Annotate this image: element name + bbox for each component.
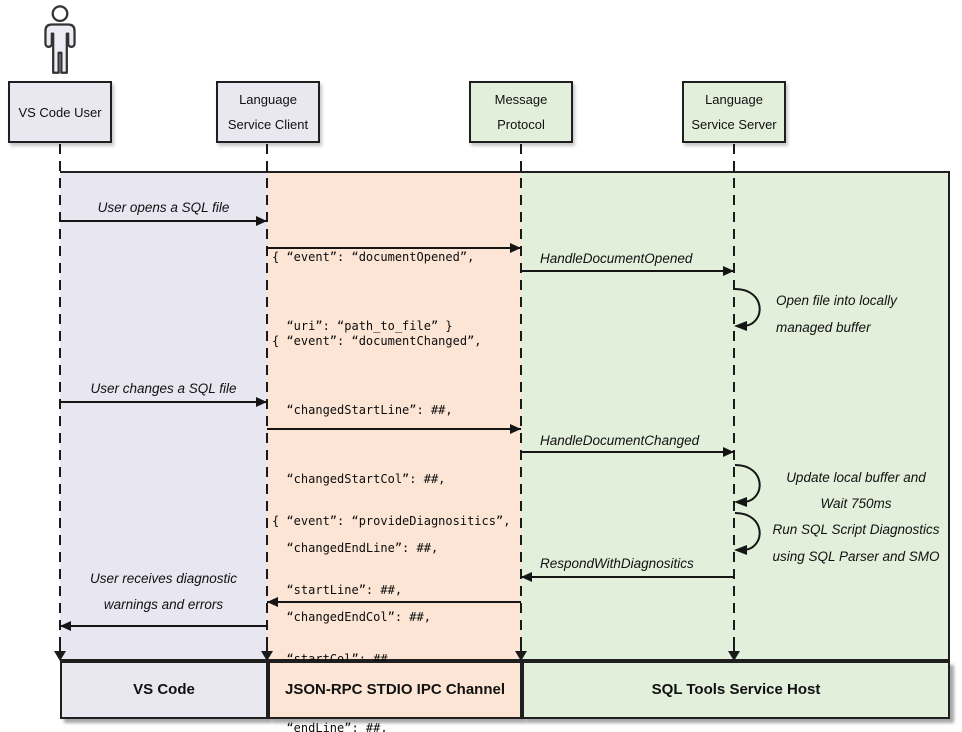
actor-box-message-protocol: Message Protocol — [469, 81, 573, 143]
down-arrow-icon — [54, 651, 66, 661]
arrow-document-changed-msg — [267, 424, 521, 434]
arrow-user-receives-diagnostics — [60, 621, 267, 631]
lifeline-client — [266, 144, 268, 648]
arrow-diagnostics-msg — [267, 597, 521, 607]
json-line: { “event”: “documentChanged”, — [272, 334, 482, 348]
json-line: “changedEndCol”: ##, — [272, 610, 431, 624]
actor-label: Service Client — [227, 116, 309, 132]
actor-box-vscode-user: VS Code User — [8, 81, 112, 143]
json-line: “startLine”: ##, — [272, 583, 403, 597]
footer-label: SQL Tools Service Host — [651, 681, 821, 698]
self-loop-open-buffer — [734, 288, 761, 331]
note-update-buffer-line1: Update local buffer and — [786, 470, 926, 485]
note-update-buffer-line2: Wait 750ms — [820, 496, 892, 511]
arrow-handle-document-opened — [521, 266, 734, 276]
label-user-receives-line1: User receives diagnostic — [89, 571, 238, 586]
arrow-handle-document-changed — [521, 447, 734, 457]
json-line: “changedStartCol”: ##, — [272, 472, 446, 486]
json-line: { “event”: “documentOpened”, — [272, 250, 475, 264]
actor-box-language-service-client: Language Service Client — [216, 81, 320, 143]
down-arrow-icon — [515, 651, 527, 661]
note-run-diag-line2: using SQL Parser and SMO — [772, 549, 940, 564]
label-handle-opened: HandleDocumentOpened — [540, 251, 693, 266]
lifeline-protocol — [520, 144, 522, 648]
lane-vscode — [60, 173, 267, 659]
note-open-buffer-line1: Open file into locally — [776, 293, 897, 308]
arrow-document-opened-msg — [267, 243, 521, 253]
lifeline-end — [733, 646, 735, 653]
actor-label: Language — [705, 92, 763, 108]
actor-box-language-service-server: Language Service Server — [682, 81, 786, 143]
actor-label: Language — [239, 92, 297, 108]
json-line: “changedEndLine”: ##, — [272, 541, 439, 555]
lane-ipc-channel — [267, 173, 521, 659]
json-line: “changedStartLine”: ##, — [272, 403, 453, 417]
label-user-changes: User changes a SQL file — [90, 381, 237, 396]
actor-label: VS Code User — [18, 104, 102, 120]
arrow-user-opens-file — [60, 216, 267, 226]
footer-label: JSON-RPC STDIO IPC Channel — [284, 681, 506, 698]
arrow-user-changes-file — [60, 397, 267, 407]
user-actor-icon — [44, 5, 76, 74]
json-line: “uri”: “path_to_file” } — [272, 319, 453, 333]
json-line: “endLine”: ##, — [272, 721, 388, 732]
label-user-opens: User opens a SQL file — [97, 200, 230, 215]
actor-label: Protocol — [497, 116, 545, 132]
actor-label: Service Server — [691, 116, 777, 132]
lifeline-end — [59, 646, 61, 653]
note-run-diag-line1: Run SQL Script Diagnostics — [772, 522, 940, 537]
lifeline-end — [266, 646, 268, 653]
json-document-opened: { “event”: “documentOpened”, “uri”: “pat… — [272, 200, 474, 384]
note-open-buffer-line2: managed buffer — [776, 320, 871, 335]
footer-box-vscode: VS Code — [60, 661, 268, 719]
actor-label: Message — [494, 92, 548, 108]
footer-box-ipc-channel: JSON-RPC STDIO IPC Channel — [268, 661, 522, 719]
lifeline-end — [520, 646, 522, 653]
lifeline-user — [59, 144, 61, 648]
label-respond-diag: RespondWithDiagnositics — [540, 556, 694, 571]
arrow-respond-with-diagnostics — [521, 572, 734, 582]
json-line: { “event”: “provideDiagnositics”, — [272, 514, 511, 528]
footer-label: VS Code — [133, 681, 195, 698]
label-user-receives-line2: warnings and errors — [103, 597, 224, 612]
down-arrow-icon — [728, 651, 740, 661]
lifeline-server — [733, 144, 735, 648]
footer-box-service-host: SQL Tools Service Host — [522, 661, 950, 719]
self-loop-update-buffer — [734, 464, 761, 507]
down-arrow-icon — [261, 651, 273, 661]
self-loop-run-diagnostics — [734, 512, 761, 555]
label-handle-changed: HandleDocumentChanged — [540, 433, 700, 448]
